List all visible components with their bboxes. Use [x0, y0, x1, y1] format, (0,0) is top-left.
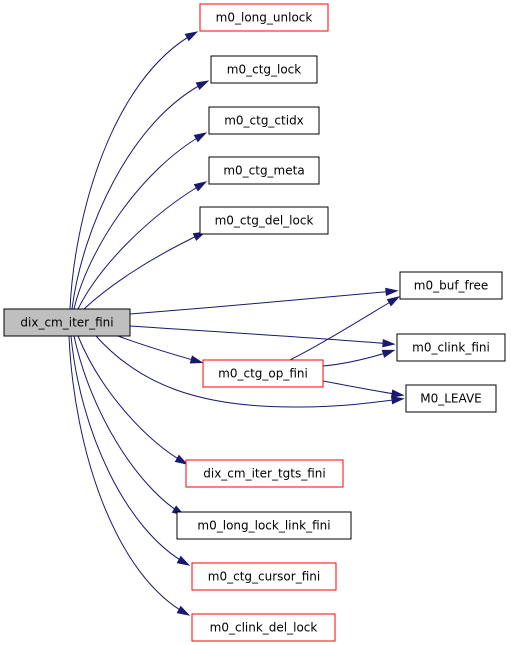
nodes: dix_cm_iter_fini m0_long_unlock m0_ctg_loc… [3, 3, 506, 642]
edge-line [70, 335, 188, 565]
edge-dix-cm-iter-fini-to-m0-ctg-del-lock [83, 231, 207, 310]
edge-line [129, 325, 393, 345]
edge-dix-cm-iter-fini-to-m0-leave [95, 335, 405, 408]
edge-line [322, 380, 402, 396]
node-m0-leave[interactable]: M0_LEAVE [405, 384, 497, 413]
arrowhead-icon [391, 396, 405, 405]
node-label: dix_cm_iter_tgts_fini [203, 467, 325, 481]
node-label: m0_ctg_del_lock [215, 214, 314, 228]
arrowhead-icon [385, 287, 399, 297]
node-m0-ctg-ctidx[interactable]: m0_ctg_ctidx [208, 106, 320, 135]
node-box [176, 511, 352, 540]
node-label: m0_ctg_meta [223, 164, 304, 178]
arrowhead-icon [386, 296, 401, 307]
edge-dix-cm-iter-fini-to-m0-ctg-lock [71, 80, 210, 310]
edge-line [73, 133, 205, 310]
edge-line [95, 335, 402, 408]
edge-dix-cm-iter-fini-to-m0-ctg-op-fini [117, 335, 204, 364]
node-label: m0_clink_fini [412, 341, 490, 355]
edge-dix-cm-iter-fini-to-m0-ctg-ctidx [73, 132, 208, 310]
node-m0-ctg-cursor-fini[interactable]: m0_ctg_cursor_fini [191, 562, 337, 591]
edge-m0-ctg-op-fini-to-m0-clink-fini [322, 349, 396, 367]
node-m0-long-lock-link-fini[interactable]: m0_long_lock_link_fini [176, 511, 352, 540]
node-m0-buf-free[interactable]: m0_buf_free [399, 271, 503, 300]
node-label: m0_clink_del_lock [210, 621, 318, 635]
edge-dix-cm-iter-fini-to-m0-long-unlock [69, 31, 199, 310]
node-box [396, 333, 506, 362]
node-m0-ctg-op-fini[interactable]: m0_ctg_op_fini [202, 359, 324, 388]
arrowhead-icon [381, 349, 396, 358]
edge-dix-cm-iter-fini-to-m0-clink-fini [129, 325, 396, 348]
edge-line [68, 335, 188, 615]
arrowhead-icon [176, 605, 191, 616]
node-box [208, 156, 320, 185]
node-label: M0_LEAVE [420, 392, 482, 406]
node-m0-ctg-del-lock[interactable]: m0_ctg_del_lock [199, 206, 329, 235]
edge-line [77, 182, 205, 310]
arrowhead-icon [184, 31, 199, 42]
arrowhead-icon [390, 389, 405, 398]
edge-line [289, 297, 398, 361]
node-box [185, 459, 344, 488]
arrowhead-icon [382, 339, 396, 348]
node-label: m0_long_lock_link_fini [197, 519, 330, 533]
node-label: m0_ctg_cursor_fini [208, 570, 320, 584]
arrowhead-icon [195, 80, 210, 90]
arrowhead-icon [193, 181, 208, 192]
node-label: m0_ctg_op_fini [218, 367, 308, 381]
edge-line [322, 350, 393, 367]
edge-dix-cm-iter-fini-to-m0-ctg-cursor-fini [70, 335, 191, 566]
edge-line [69, 32, 196, 310]
node-label: m0_ctg_ctidx [224, 114, 304, 128]
edge-line [71, 81, 207, 310]
node-label: m0_ctg_lock [227, 63, 302, 77]
arrowhead-icon [176, 555, 191, 566]
node-m0-ctg-lock[interactable]: m0_ctg_lock [210, 55, 318, 84]
node-box [208, 106, 320, 135]
node-box [199, 206, 329, 235]
edge-line [117, 335, 201, 363]
arrowhead-icon [174, 454, 189, 465]
node-box [202, 359, 324, 388]
node-dix-cm-iter-fini[interactable]: dix_cm_iter_fini [3, 308, 131, 337]
node-box [191, 562, 337, 591]
node-label: dix_cm_iter_fini [20, 316, 113, 330]
node-m0-clink-del-lock[interactable]: m0_clink_del_lock [191, 613, 336, 642]
edge-line [83, 232, 204, 310]
edge-m0-ctg-op-fini-to-m0-buf-free [289, 296, 401, 361]
arrowhead-icon [193, 132, 208, 143]
node-box [191, 613, 336, 642]
edge-m0-ctg-op-fini-to-m0-leave [322, 380, 405, 398]
edge-dix-cm-iter-fini-to-m0-clink-del-lock [68, 335, 191, 616]
node-box [199, 3, 329, 32]
node-box [3, 308, 131, 337]
edge-dix-cm-iter-fini-to-dix-cm-iter-tgts-fini [77, 335, 189, 465]
edges [68, 31, 405, 616]
edge-dix-cm-iter-fini-to-m0-ctg-meta [77, 181, 208, 310]
edge-dix-cm-iter-fini-to-m0-buf-free [129, 287, 399, 315]
edge-line [73, 335, 183, 515]
node-label: m0_buf_free [414, 279, 488, 293]
node-m0-clink-fini[interactable]: m0_clink_fini [396, 333, 506, 362]
node-label: m0_long_unlock [216, 11, 313, 25]
node-box [399, 271, 503, 300]
node-m0-ctg-meta[interactable]: m0_ctg_meta [208, 156, 320, 185]
node-dix-cm-iter-tgts-fini[interactable]: dix_cm_iter_tgts_fini [185, 459, 344, 488]
edge-line [129, 290, 396, 315]
node-box [405, 384, 497, 413]
node-box [210, 55, 318, 84]
edge-line [77, 335, 186, 464]
arrowhead-icon [189, 355, 204, 364]
node-m0-long-unlock[interactable]: m0_long_unlock [199, 3, 329, 32]
